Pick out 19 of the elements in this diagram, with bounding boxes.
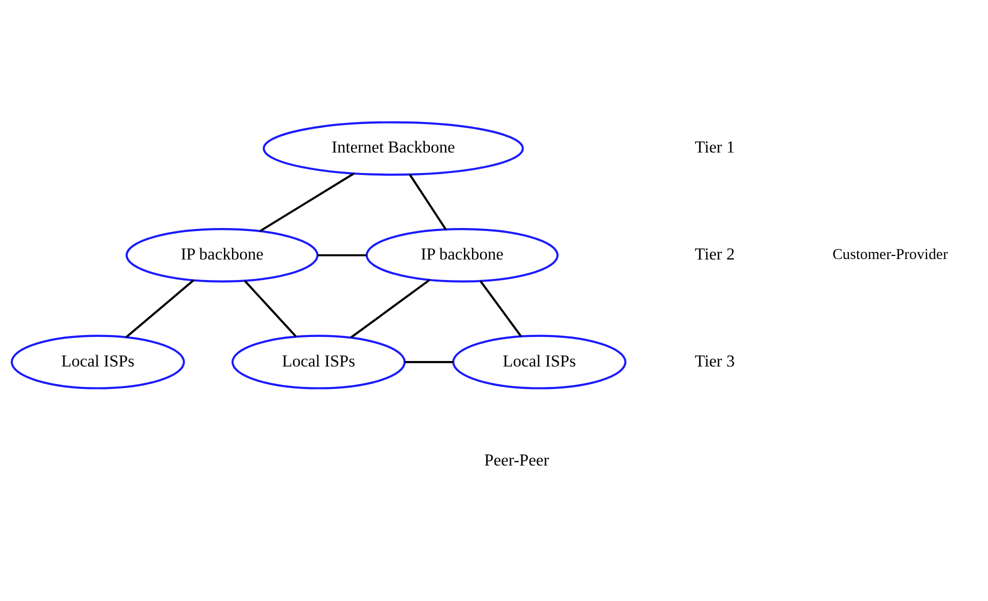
label: Tier 2 xyxy=(694,244,735,263)
label: Customer-Provider xyxy=(832,246,948,262)
connector xyxy=(350,278,430,338)
connector xyxy=(404,360,454,363)
node-ellipse: IP backbone xyxy=(126,228,319,282)
node-ellipse: Local ISPs xyxy=(231,334,406,389)
connector xyxy=(318,254,366,256)
connector xyxy=(244,280,297,337)
connector xyxy=(126,278,194,338)
node-ellipse: Internet Backbone xyxy=(262,120,524,176)
connector xyxy=(408,173,447,230)
connector xyxy=(480,280,522,337)
label: Tier 1 xyxy=(694,137,735,156)
node-ellipse: Local ISPs xyxy=(10,334,185,389)
node-ellipse: IP backbone xyxy=(366,228,559,282)
label: Peer-Peer xyxy=(484,450,550,469)
connector xyxy=(259,172,355,232)
node-ellipse: Local ISPs xyxy=(452,334,626,389)
label: Tier 3 xyxy=(694,350,735,370)
